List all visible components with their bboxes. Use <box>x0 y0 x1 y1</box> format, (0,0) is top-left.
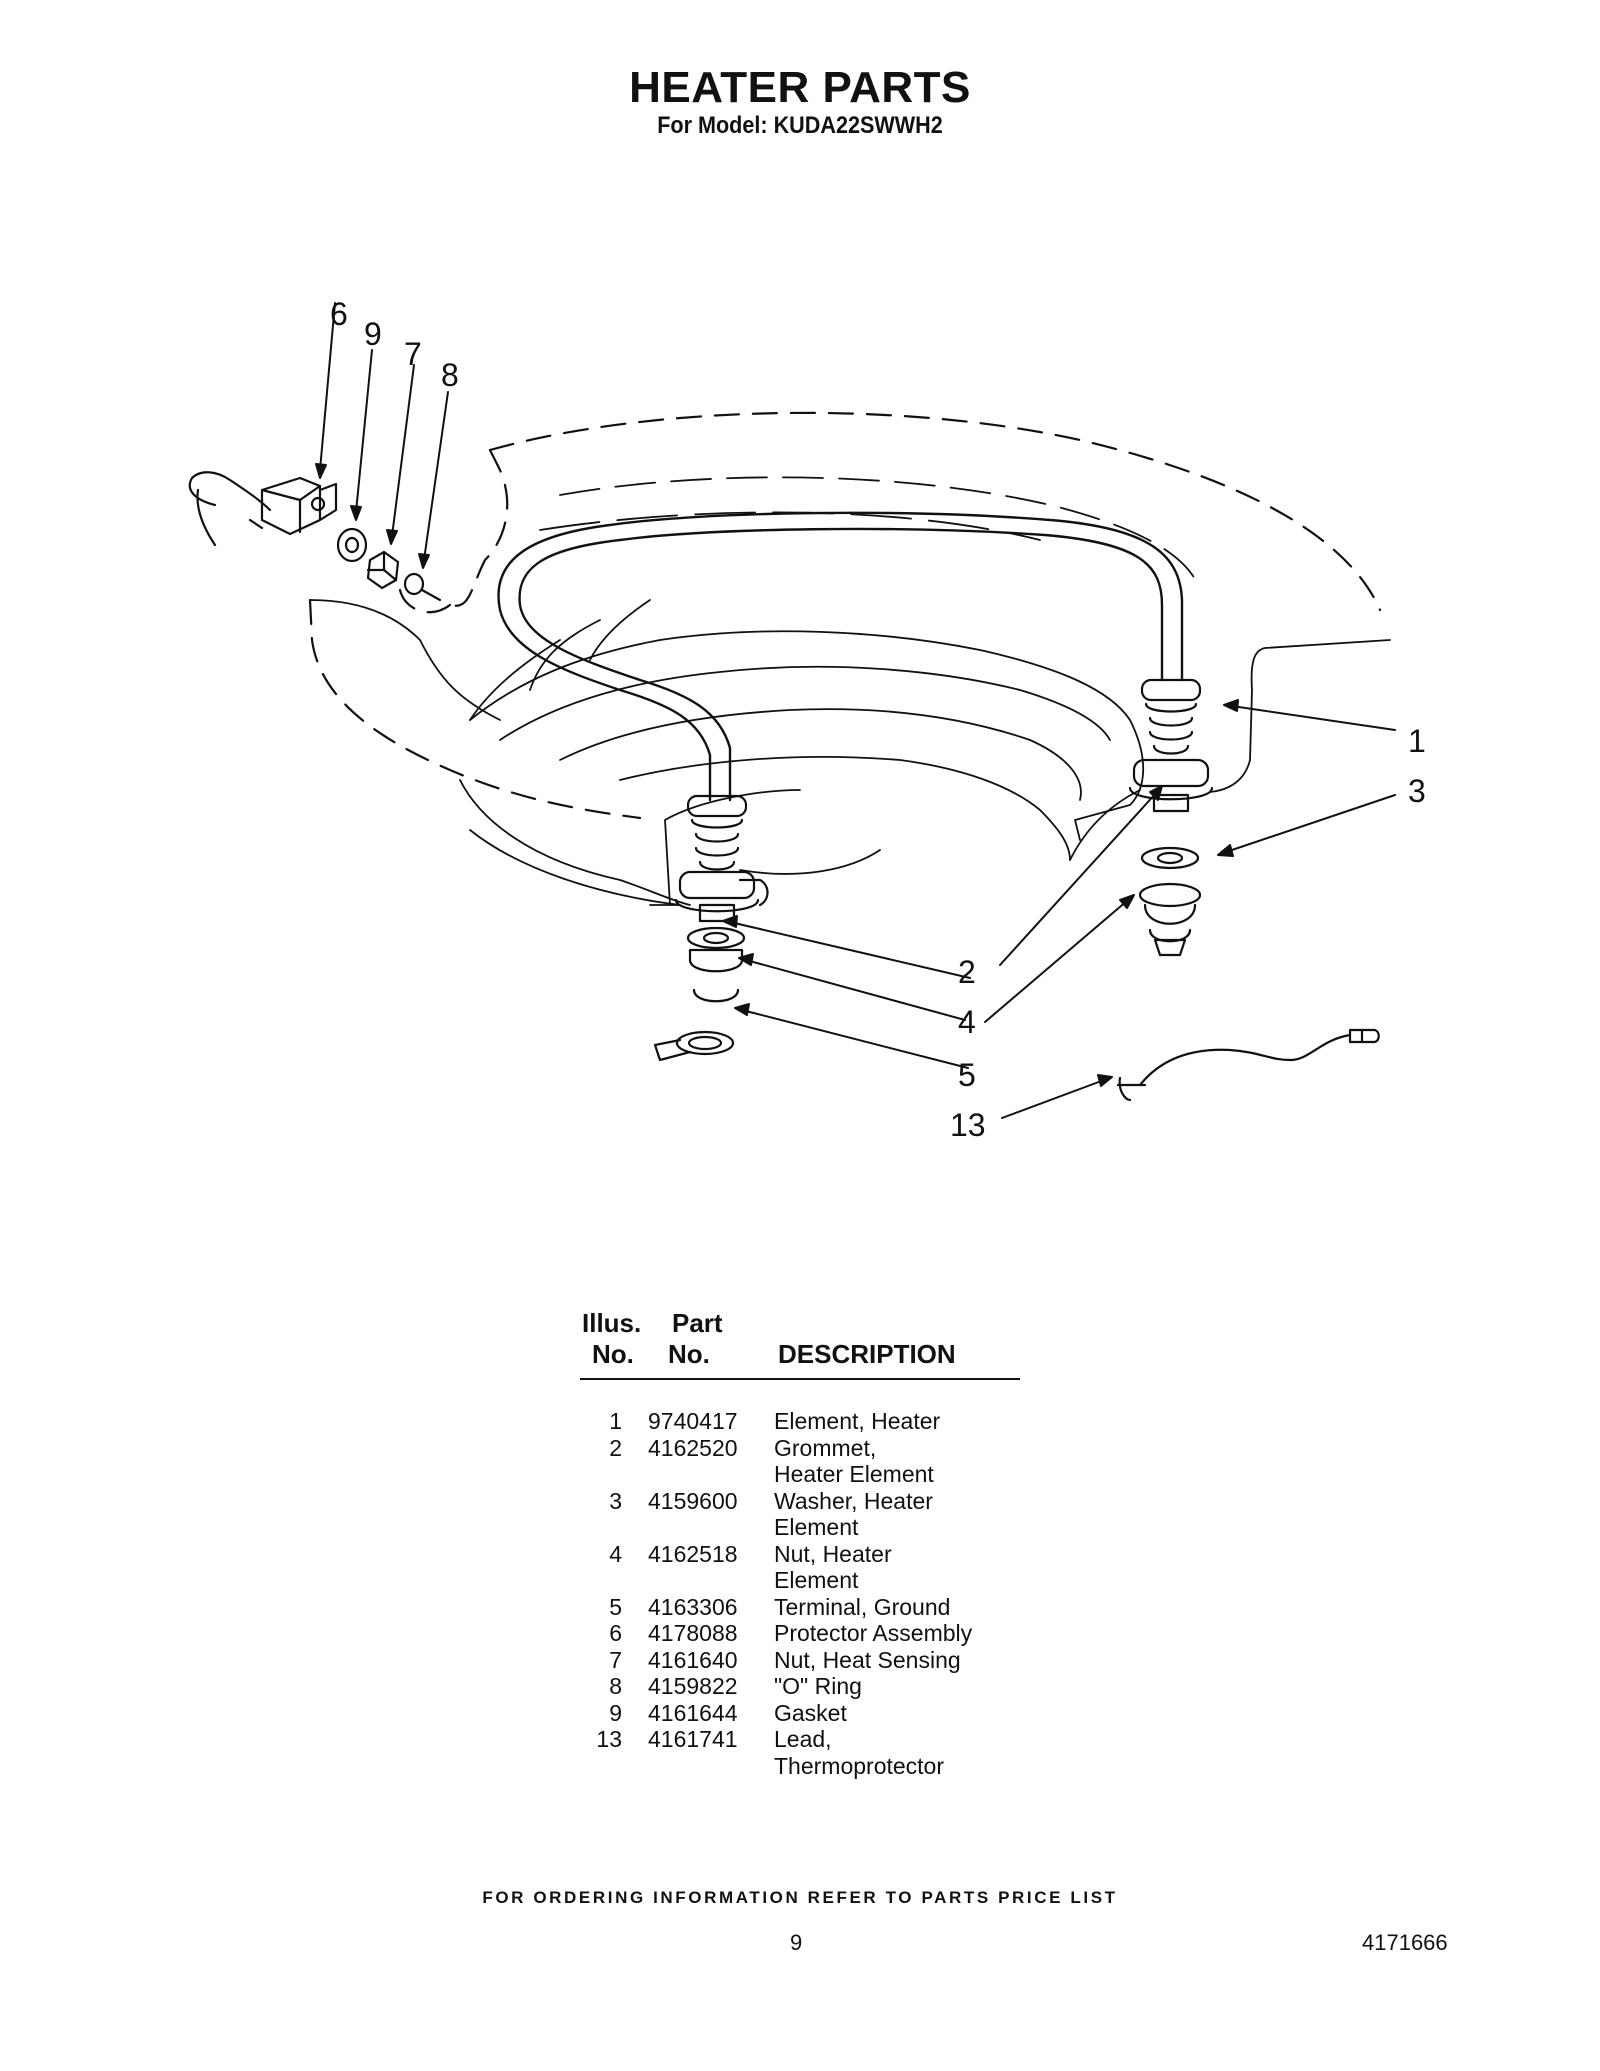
protector-assembly <box>188 471 442 602</box>
part-number: 4159600 <box>648 1487 738 1514</box>
illus-number: 9 <box>609 1699 622 1726</box>
page-header: HEATER PARTS For Model: KUDA22SWWH2 <box>0 64 1600 140</box>
description-line: Lead, <box>774 1726 832 1752</box>
part-number: 9740417 <box>648 1408 738 1434</box>
parts-table-body: 1 9740417 Element, Heater 2 4162520 Grommet,H… <box>580 1408 1020 1779</box>
illus-number: 4 <box>609 1540 622 1567</box>
part-number: 4162520 <box>648 1434 738 1461</box>
table-row: 2 4162520 Grommet,Heater Element <box>580 1435 1020 1488</box>
heater-parts-diagram: 6 9 7 8 1 3 2 4 5 13 <box>188 296 1426 1143</box>
table-row: 5 4163306 Terminal, Ground <box>580 1594 1020 1621</box>
page-title: HEATER PARTS <box>629 63 971 112</box>
description-line: Element <box>774 1567 859 1593</box>
heater-element <box>497 511 1184 802</box>
description-line: Protector Assembly <box>774 1620 973 1646</box>
leader-lines <box>315 302 1396 1119</box>
tub-outline <box>308 411 1382 820</box>
callout-6: 6 <box>330 296 348 332</box>
part-number: 4163306 <box>648 1593 738 1620</box>
callout-5: 5 <box>958 1057 976 1093</box>
header-illus: Illus. <box>582 1308 642 1338</box>
parts-table: Illus. No. Part No. DESCRIPTION 1 9740417… <box>580 1308 1020 1779</box>
header-illus-no: No. <box>592 1339 634 1369</box>
callout-3: 3 <box>1408 773 1426 809</box>
header-part-no: No. <box>668 1339 710 1369</box>
callout-13: 13 <box>950 1107 986 1143</box>
illus-number: 7 <box>609 1646 622 1673</box>
description-line: "O" Ring <box>774 1673 862 1699</box>
document-number: 4171666 <box>1362 1930 1448 1955</box>
table-row: 13 4161741 Lead,Thermoprotector <box>580 1726 1020 1779</box>
callout-1: 1 <box>1408 723 1426 759</box>
description-line: Washer, Heater <box>774 1487 933 1514</box>
callout-4: 4 <box>958 1004 976 1040</box>
header-description: DESCRIPTION <box>778 1339 956 1369</box>
description-line: Terminal, Ground <box>774 1593 951 1620</box>
parts-table-header: Illus. No. Part No. DESCRIPTION <box>580 1308 1020 1372</box>
description-line: Element, Heater <box>774 1408 941 1434</box>
callout-2: 2 <box>958 954 976 990</box>
tub-floor <box>309 476 1391 906</box>
part-number: 4161644 <box>648 1699 738 1726</box>
description-line: Element <box>774 1514 859 1540</box>
callout-7: 7 <box>404 336 422 372</box>
illus-number: 1 <box>609 1408 622 1434</box>
illus-number: 6 <box>609 1620 622 1646</box>
table-row: 6 4178088 Protector Assembly <box>580 1620 1020 1647</box>
part-number: 4161741 <box>648 1726 738 1752</box>
part-number: 4162518 <box>648 1540 738 1567</box>
left-terminal-stack <box>653 794 769 1062</box>
illus-number: 5 <box>609 1593 622 1620</box>
model-subtitle: For Model: KUDA22SWWH2 <box>657 112 943 139</box>
table-row: 1 9740417 Element, Heater <box>580 1408 1020 1435</box>
part-number: 4161640 <box>648 1646 738 1673</box>
illus-number: 2 <box>609 1434 622 1461</box>
description-line: Nut, Heat Sensing <box>774 1646 961 1673</box>
illus-number: 8 <box>609 1673 622 1699</box>
part-number: 4159822 <box>648 1673 738 1699</box>
header-rule <box>580 1378 1020 1380</box>
illus-number: 13 <box>596 1726 622 1752</box>
table-row: 8 4159822 "O" Ring <box>580 1673 1020 1700</box>
header-part: Part <box>672 1308 723 1338</box>
ordering-note: FOR ORDERING INFORMATION REFER TO PARTS … <box>482 1888 1118 1907</box>
description-line: Heater Element <box>774 1461 934 1487</box>
callout-9: 9 <box>364 316 382 352</box>
table-row: 9 4161644 Gasket <box>580 1700 1020 1727</box>
part-number: 4178088 <box>648 1620 738 1646</box>
thermoprotector-lead <box>1116 1028 1380 1102</box>
description-line: Thermoprotector <box>774 1752 945 1779</box>
description-line: Gasket <box>774 1699 847 1726</box>
right-terminal-stack <box>1128 678 1214 957</box>
callout-8: 8 <box>441 357 459 393</box>
illus-number: 3 <box>609 1487 622 1514</box>
description-line: Grommet, <box>774 1434 877 1461</box>
description-line: Nut, Heater <box>774 1540 892 1567</box>
table-row: 7 4161640 Nut, Heat Sensing <box>580 1647 1020 1674</box>
page-number: 9 <box>790 1930 803 1955</box>
